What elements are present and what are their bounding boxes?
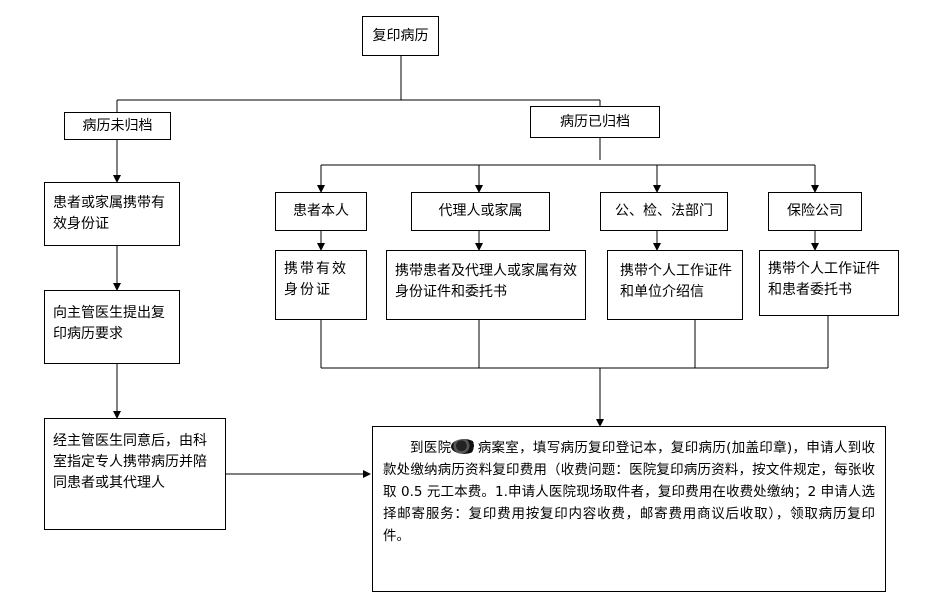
node-self-documents-label: 携带有效身份证 xyxy=(284,261,348,298)
node-insurance-documents: 携带个人工作证件和患者委托书 xyxy=(759,250,899,316)
node-judicial-dept-label: 公、检、法部门 xyxy=(615,203,713,219)
node-record-unfiled-label: 病历未归档 xyxy=(82,117,153,134)
node-judicial-documents-label: 携带个人工作证件和单位介绍信 xyxy=(620,263,732,300)
procedure-text-rest: 病案室，填写病历复印登记本，复印病历(加盖印章)，申请人到收款处缴纳病历资料复印… xyxy=(383,440,875,544)
node-agent-documents-label: 携带患者及代理人或家属有效身份证件和委托书 xyxy=(395,263,577,300)
node-patient-family-id-label: 患者或家属携带有效身份证 xyxy=(53,195,165,232)
node-record-unfiled: 病历未归档 xyxy=(64,112,171,140)
ink-blot xyxy=(451,439,478,454)
node-agent-documents: 携带患者及代理人或家属有效身份证件和委托书 xyxy=(386,250,586,320)
node-apply-to-doctor: 向主管医生提出复印病历要求 xyxy=(44,290,180,364)
node-record-filed-label: 病历已归档 xyxy=(560,113,630,130)
node-insurance-documents-label: 携带个人工作证件和患者委托书 xyxy=(768,261,880,298)
node-copy-record: 复印病历 xyxy=(362,16,439,56)
node-self-documents: 携带有效身份证 xyxy=(275,250,367,320)
node-apply-to-doctor-label: 向主管医生提出复印病历要求 xyxy=(53,305,165,342)
node-patient-family-id: 患者或家属携带有效身份证 xyxy=(44,182,180,246)
node-patient-self: 患者本人 xyxy=(275,192,367,231)
node-record-filed: 病历已归档 xyxy=(530,106,660,138)
node-judicial-dept: 公、检、法部门 xyxy=(600,192,728,231)
node-insurance-company: 保险公司 xyxy=(768,192,862,231)
node-judicial-documents: 携带个人工作证件和单位介绍信 xyxy=(607,250,743,320)
node-doctor-agree-label: 经主管医生同意后，由科室指定专人携带病历并陪同患者或其代理人 xyxy=(53,433,207,491)
procedure-text-start: 到医院 xyxy=(410,440,452,456)
node-insurance-company-label: 保险公司 xyxy=(787,203,843,219)
node-agent-family-label: 代理人或家属 xyxy=(438,203,523,219)
node-agent-family: 代理人或家属 xyxy=(411,192,550,231)
node-copy-record-label: 复印病历 xyxy=(372,27,429,44)
node-patient-self-label: 患者本人 xyxy=(293,203,349,219)
node-doctor-agree: 经主管医生同意后，由科室指定专人携带病历并陪同患者或其代理人 xyxy=(44,418,226,530)
node-copy-procedure: 到医院病案室，填写病历复印登记本，复印病历(加盖印章)，申请人到收款处缴纳病历资… xyxy=(372,426,886,592)
